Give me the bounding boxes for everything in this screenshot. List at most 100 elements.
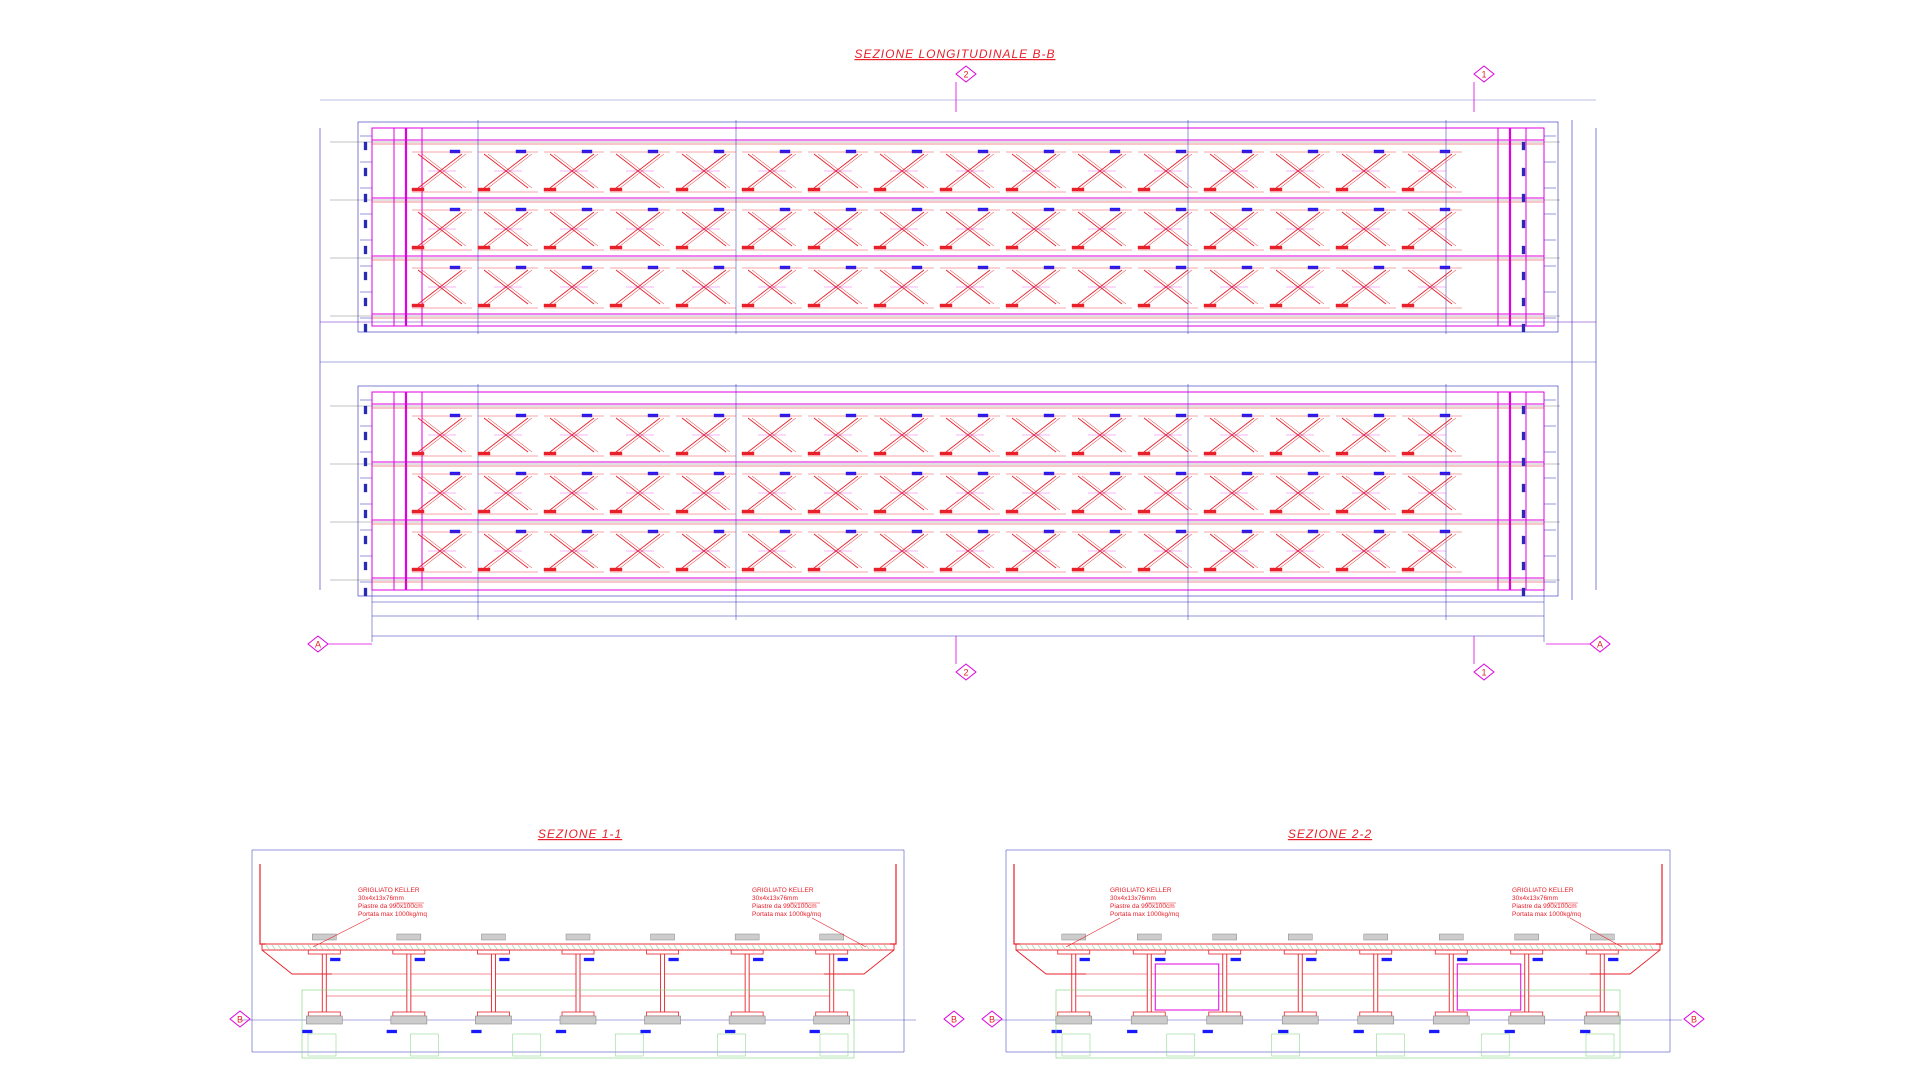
grating-hatch (559, 944, 564, 950)
grating-hatch (337, 944, 342, 950)
beam-tag (1155, 957, 1166, 962)
grating-hatch (505, 944, 510, 950)
bracing-tag-blue (977, 207, 989, 212)
beam-top-flange (1208, 949, 1242, 955)
parapet-right (890, 864, 897, 945)
grating-hatch (1223, 944, 1228, 950)
bracing-tag-blue (845, 529, 857, 534)
beam-tag (1127, 1029, 1138, 1034)
dim-text-mark (1521, 271, 1526, 281)
beam-top-flange (1510, 949, 1544, 955)
section-marker-A-left: A (307, 635, 372, 653)
bearing-top (819, 933, 844, 941)
bracing-tag-blue (977, 471, 989, 476)
note-grating-s2-right: GRIGLIATO KELLER 30x4x13x76mm Piastre da… (1512, 887, 1623, 948)
grating-hatch (601, 944, 606, 950)
pile-cap (1480, 1033, 1510, 1057)
grating-hatch (823, 944, 828, 950)
bracing-tag-red (543, 567, 557, 572)
bracing-tag-red (609, 245, 623, 250)
bracing-tag-blue (845, 265, 857, 270)
beam-top-flange (646, 949, 679, 955)
bearing-top (481, 933, 506, 941)
bracing-tag-red (1005, 245, 1019, 250)
grating-hatch (799, 944, 804, 950)
deck-outline (371, 391, 1545, 591)
bracing-tag-blue (515, 149, 527, 154)
svg-text:GRIGLIATO KELLER: GRIGLIATO KELLER (1110, 887, 1172, 894)
bracing-tag-blue (1307, 265, 1319, 270)
bracing-tag-red (1401, 509, 1415, 514)
grating-hatch (667, 944, 672, 950)
grating-hatch (1385, 944, 1390, 950)
bracing-tag-red (675, 303, 689, 308)
bracing-tag-blue (1241, 149, 1253, 154)
grating-hatch (883, 944, 888, 950)
grating-hatch (1313, 944, 1318, 950)
bracing-tag-blue (1373, 471, 1385, 476)
grating-hatch (265, 944, 270, 950)
bracing-tag-blue (1175, 471, 1187, 476)
grating-hatch (763, 944, 768, 950)
grating-hatch (1571, 944, 1576, 950)
beam-top-flange (730, 949, 764, 955)
svg-text:B: B (237, 1015, 243, 1025)
bracing-tag-red (609, 509, 623, 514)
grating-hatch (1607, 944, 1612, 950)
grating-hatch (1583, 944, 1588, 950)
bracing-tag-blue (911, 265, 923, 270)
grating-hatch (343, 944, 348, 950)
grating-hatch (1529, 944, 1534, 950)
beam-bottom-flange (1132, 1011, 1166, 1017)
grating-hatch (1565, 944, 1570, 950)
grating-hatch (577, 944, 582, 950)
bracing-tag-blue (1241, 529, 1253, 534)
bracing-tag-blue (647, 529, 659, 534)
grating-hatch (463, 944, 468, 950)
bracing-tag-red (873, 303, 887, 308)
grating-hatch (1349, 944, 1354, 950)
bearing-pad (475, 1015, 512, 1025)
beam-tag (1202, 1029, 1213, 1034)
parapet-left (1013, 864, 1020, 945)
bracing-tag-red (411, 509, 425, 514)
bracing-tag-blue (977, 149, 989, 154)
bracing-tag-red (543, 451, 557, 456)
svg-text:Piastre da 990x100cm: Piastre da 990x100cm (1512, 903, 1577, 910)
svg-text:2: 2 (963, 668, 968, 678)
bracing-tag-red (873, 509, 887, 514)
grating-hatch (1475, 944, 1480, 950)
beam-bottom-flange (1208, 1011, 1242, 1017)
grating-hatch (1403, 944, 1408, 950)
bracing-tag-red (807, 509, 821, 514)
grating-hatch (871, 944, 876, 950)
bracing-tag-red (411, 245, 425, 250)
grating-hatch (367, 944, 372, 950)
beam-bottom-flange (561, 1011, 595, 1017)
bracing-tag-red (1335, 567, 1349, 572)
grating-hatch (1229, 944, 1234, 950)
grating-hatch (1325, 944, 1330, 950)
grating-hatch (835, 944, 840, 950)
bracing-tag-red (873, 245, 887, 250)
bracing-tag-blue (845, 149, 857, 154)
box-diaphragm (1456, 963, 1522, 1011)
bracing-tag-blue (911, 471, 923, 476)
grating-hatch (1343, 944, 1348, 950)
grating-hatch (481, 944, 486, 950)
grating-hatch (271, 944, 276, 950)
beam-tag (1580, 1029, 1591, 1034)
pile-cap (410, 1033, 439, 1057)
grating-hatch (1367, 944, 1372, 950)
grating-hatch (1145, 944, 1150, 950)
grating-hatch (685, 944, 690, 950)
svg-text:B: B (989, 1015, 995, 1025)
beam-bottom-flange (1057, 1011, 1091, 1017)
dim-text-mark (1521, 457, 1526, 467)
bracing-tag-blue (1175, 207, 1187, 212)
bracing-tag-blue (779, 207, 791, 212)
bearing-pad (1508, 1015, 1546, 1025)
bracing-tag-blue (449, 413, 461, 418)
bracing-tag-blue (1175, 265, 1187, 270)
